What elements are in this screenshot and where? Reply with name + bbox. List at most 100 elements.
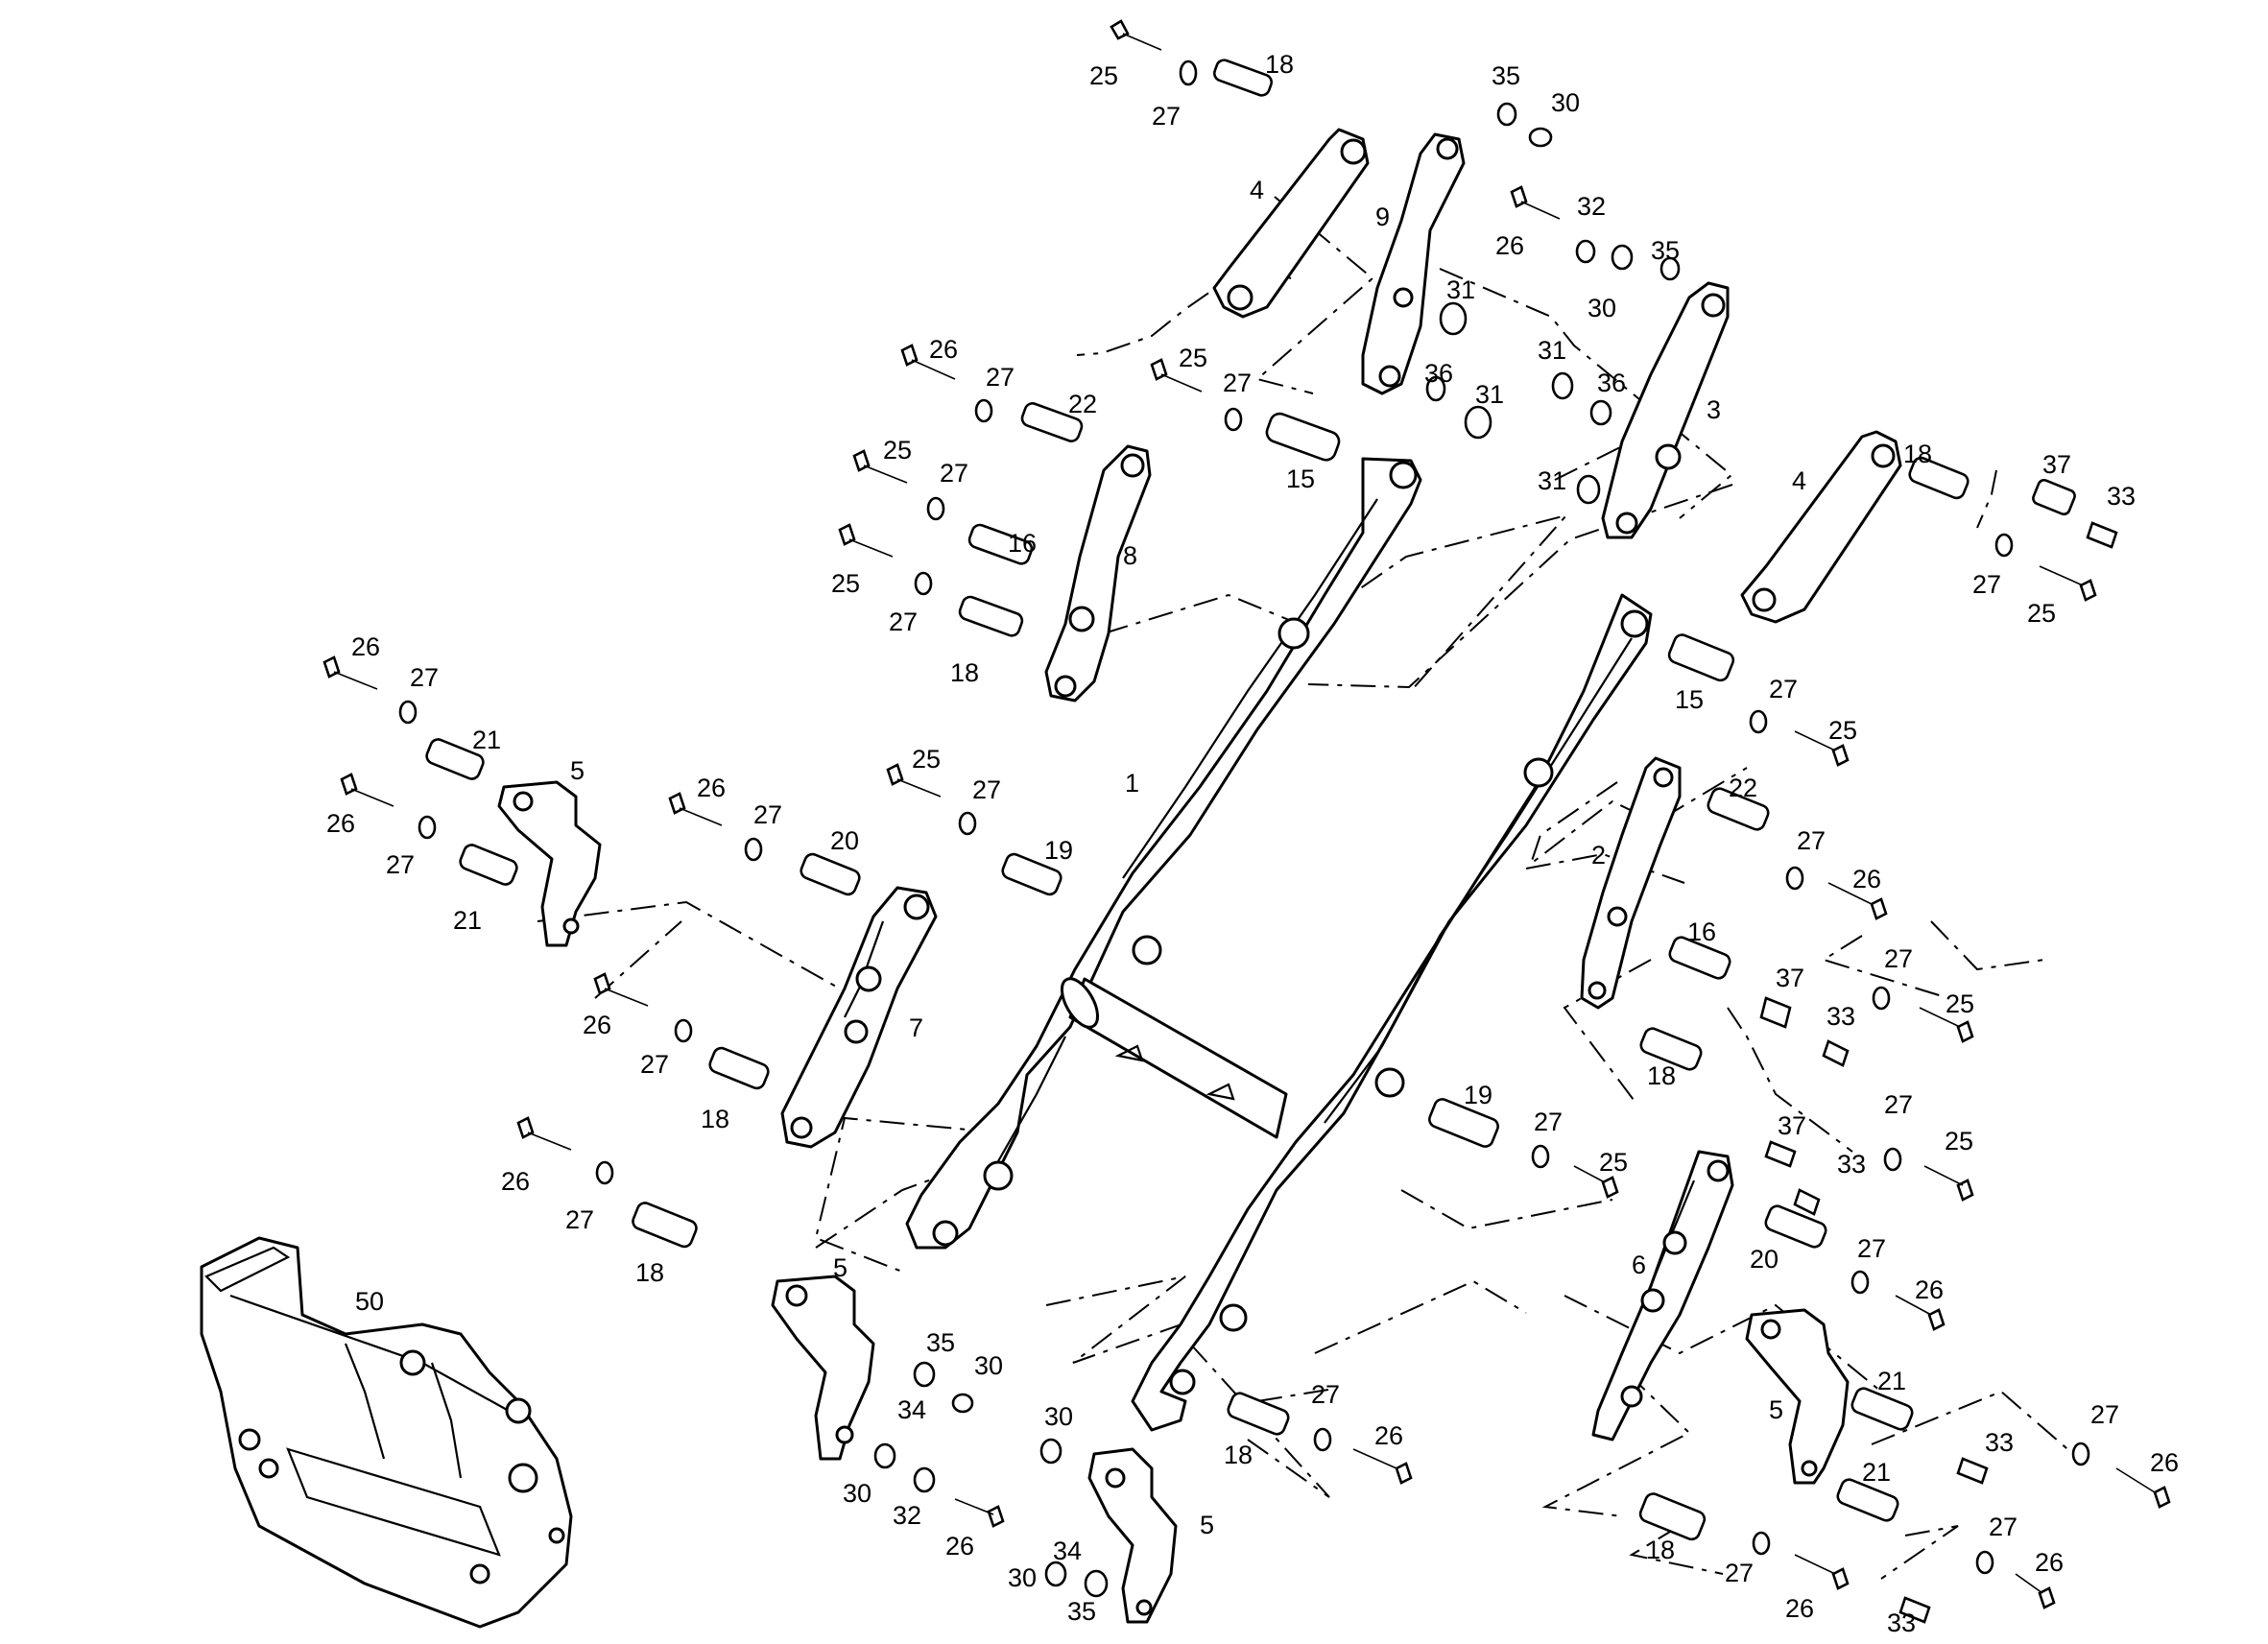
part-label: 33 bbox=[1985, 1428, 2014, 1457]
part-label: 30 bbox=[843, 1479, 871, 1508]
part-label: 37 bbox=[1776, 964, 1804, 992]
part-label: 27 bbox=[386, 850, 415, 879]
part-label: 25 bbox=[1828, 716, 1857, 745]
part-label: 25 bbox=[1945, 1127, 1973, 1156]
part-label: 25 bbox=[1179, 344, 1207, 372]
part-label: 4 bbox=[1792, 466, 1806, 495]
part-label: 25 bbox=[1946, 989, 1974, 1018]
part-label: 27 bbox=[2090, 1400, 2119, 1429]
part-label: 27 bbox=[1972, 570, 2001, 599]
part-label: 5 bbox=[570, 756, 585, 785]
part-label: 20 bbox=[1750, 1245, 1779, 1274]
part-label: 26 bbox=[1852, 865, 1881, 893]
part-label: 27 bbox=[1152, 102, 1181, 131]
assembly-leader-lines bbox=[537, 196, 2074, 1580]
part-number-labels: 25 27 18 4 35 30 9 26 32 30 35 31 31 36 … bbox=[326, 50, 2179, 1637]
part-label: 35 bbox=[1067, 1597, 1096, 1626]
part-label: 32 bbox=[1577, 192, 1606, 221]
part-label: 25 bbox=[831, 569, 860, 598]
part-label: 27 bbox=[1857, 1234, 1886, 1263]
part-label: 27 bbox=[1797, 826, 1826, 855]
part-label: 18 bbox=[1903, 440, 1932, 468]
bracket-5-upper-left bbox=[497, 780, 602, 947]
part-label: 18 bbox=[1224, 1441, 1253, 1469]
part-label: 50 bbox=[355, 1287, 384, 1316]
link-4-right bbox=[1740, 430, 1902, 624]
part-label: 27 bbox=[986, 363, 1015, 392]
part-label: 37 bbox=[2042, 450, 2071, 479]
part-label: 33 bbox=[1826, 1002, 1855, 1031]
part-label: 26 bbox=[2150, 1448, 2179, 1477]
part-label: 16 bbox=[1687, 917, 1716, 946]
part-label: 18 bbox=[1646, 1536, 1675, 1564]
part-label: 33 bbox=[1837, 1150, 1866, 1179]
part-label: 27 bbox=[1769, 675, 1798, 703]
part-label: 27 bbox=[940, 459, 968, 488]
part-label: 26 bbox=[1785, 1594, 1814, 1623]
part-label: 18 bbox=[701, 1105, 729, 1133]
part-label: 34 bbox=[1053, 1537, 1082, 1565]
part-label: 21 bbox=[453, 906, 482, 935]
plate-9 bbox=[1361, 132, 1466, 395]
part-label: 37 bbox=[1778, 1111, 1806, 1140]
part-label: 35 bbox=[1651, 236, 1680, 265]
part-label: 27 bbox=[1884, 944, 1913, 973]
part-label: 18 bbox=[1265, 50, 1294, 79]
part-label: 27 bbox=[410, 663, 439, 692]
part-label: 26 bbox=[1915, 1275, 1944, 1304]
part-label: 31 bbox=[1538, 336, 1566, 365]
part-label: 30 bbox=[974, 1351, 1003, 1380]
part-label: 25 bbox=[912, 745, 941, 774]
part-label: 31 bbox=[1475, 380, 1504, 409]
part-label: 25 bbox=[1599, 1148, 1628, 1177]
part-label: 26 bbox=[1495, 231, 1524, 260]
part-label: 35 bbox=[926, 1328, 955, 1357]
part-label: 27 bbox=[1534, 1108, 1563, 1136]
part-label: 5 bbox=[1769, 1395, 1783, 1424]
part-label: 18 bbox=[950, 658, 979, 687]
part-label: 31 bbox=[1446, 275, 1475, 304]
part-label: 27 bbox=[1989, 1513, 2017, 1541]
part-label: 15 bbox=[1675, 685, 1704, 714]
part-label: 21 bbox=[1877, 1367, 1906, 1395]
part-label: 5 bbox=[833, 1253, 848, 1282]
part-label: 34 bbox=[897, 1395, 926, 1424]
part-label: 36 bbox=[1597, 369, 1626, 397]
link-6 bbox=[1591, 1150, 1734, 1441]
part-label: 25 bbox=[2027, 599, 2056, 628]
part-label: 27 bbox=[1725, 1559, 1754, 1587]
part-label: 25 bbox=[1089, 61, 1118, 90]
part-label: 30 bbox=[1008, 1563, 1037, 1592]
part-label: 30 bbox=[1551, 88, 1580, 117]
part-label: 19 bbox=[1464, 1081, 1492, 1109]
cross-tube bbox=[1060, 977, 1288, 1139]
part-label: 27 bbox=[753, 800, 782, 829]
part-label: 26 bbox=[945, 1532, 974, 1561]
part-label: 26 bbox=[583, 1011, 611, 1039]
part-label: 27 bbox=[1884, 1090, 1913, 1119]
part-label: 1 bbox=[1125, 769, 1139, 798]
part-label: 20 bbox=[830, 826, 859, 855]
plate-2 bbox=[1580, 756, 1682, 1010]
part-label: 18 bbox=[635, 1258, 664, 1287]
part-label: 19 bbox=[1044, 836, 1073, 865]
part-label: 5 bbox=[1200, 1511, 1214, 1539]
part-label: 21 bbox=[1862, 1458, 1891, 1487]
part-label: 22 bbox=[1729, 774, 1757, 802]
part-label: 32 bbox=[893, 1501, 921, 1530]
part-label: 26 bbox=[351, 632, 380, 661]
part-label: 2 bbox=[1591, 841, 1606, 870]
bracket-5-lower-right bbox=[1745, 1308, 1850, 1485]
part-label: 16 bbox=[1008, 529, 1037, 558]
part-label: 4 bbox=[1250, 176, 1264, 204]
part-label: 7 bbox=[909, 1013, 923, 1042]
quick-coupler-50 bbox=[200, 1236, 573, 1629]
part-label: 8 bbox=[1123, 541, 1137, 570]
part-label: 31 bbox=[1538, 466, 1566, 495]
part-label: 35 bbox=[1492, 61, 1520, 90]
part-label: 27 bbox=[1223, 369, 1252, 397]
part-label: 21 bbox=[472, 726, 501, 754]
part-label: 26 bbox=[697, 774, 726, 802]
part-label: 26 bbox=[501, 1167, 530, 1196]
